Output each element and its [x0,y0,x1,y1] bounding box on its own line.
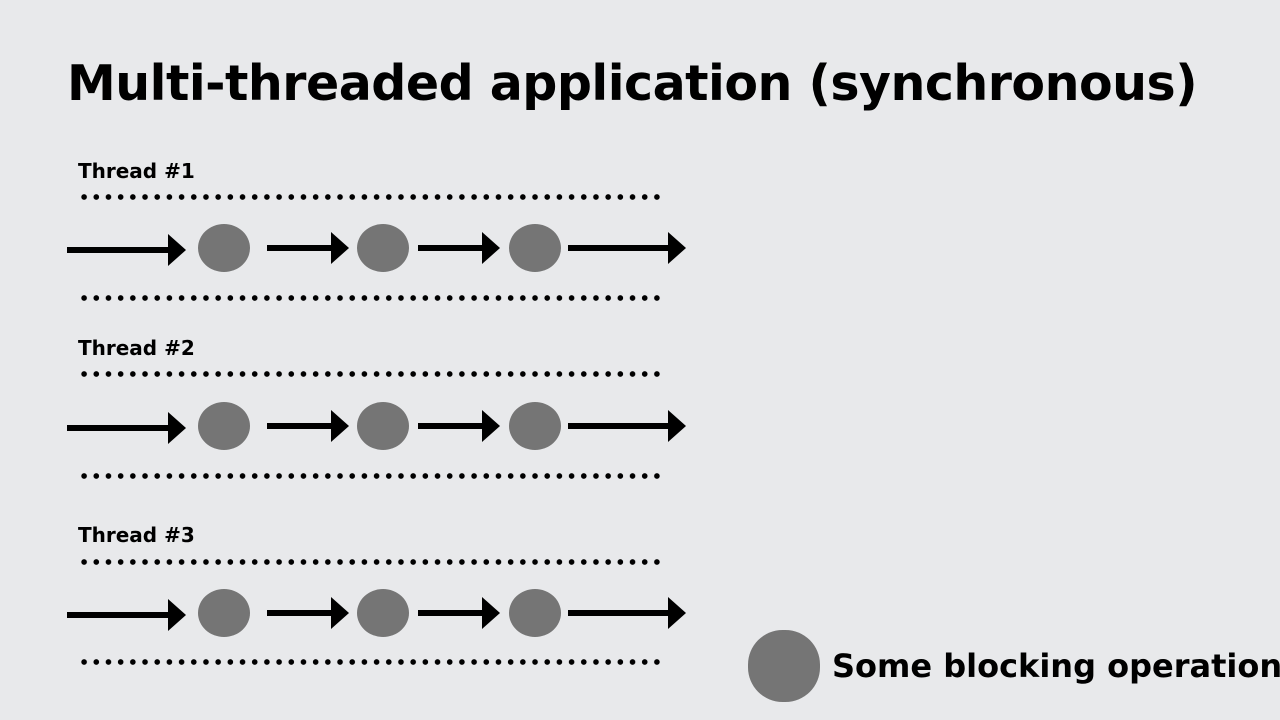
thread-3-lane [0,587,700,639]
thread-2-arrowhead-1 [168,412,186,444]
thread-3-blocking-op-1 [198,589,250,637]
thread-1-lane [0,222,700,274]
thread-3-flow [67,589,686,637]
legend-blocking-swatch [748,630,820,702]
thread-3-arrowhead-2 [331,597,349,629]
thread-2-bottom-border [78,473,664,479]
legend: Some blocking operation [748,630,1280,702]
legend-label: Some blocking operation [832,647,1280,685]
thread-1-arrowhead-1 [168,234,186,266]
thread-1-blocking-op-2 [357,224,409,272]
thread-1-bottom-border [78,295,664,301]
thread-1-arrowhead-3 [482,232,500,264]
thread-3-label: Thread #3 [78,523,195,547]
thread-3-bottom-border [78,659,664,665]
thread-2-blocking-op-2 [357,402,409,450]
thread-1-top-border [78,194,664,200]
thread-3-top-border [78,559,664,565]
thread-3-arrowhead-4 [668,597,686,629]
thread-2-flow [67,402,686,450]
thread-1-blocking-op-1 [198,224,250,272]
thread-2-arrowhead-3 [482,410,500,442]
thread-3-arrowhead-3 [482,597,500,629]
thread-1-label: Thread #1 [78,159,195,183]
thread-2-top-border [78,371,664,377]
diagram-title: Multi-threaded application (synchronous) [67,55,1198,112]
thread-2-arrowhead-2 [331,410,349,442]
thread-2-blocking-op-3 [509,402,561,450]
thread-3-blocking-op-3 [509,589,561,637]
thread-1-flow [67,224,686,272]
thread-2-lane [0,400,700,452]
thread-1-arrowhead-2 [331,232,349,264]
thread-1-arrowhead-4 [668,232,686,264]
thread-1-blocking-op-3 [509,224,561,272]
thread-2-blocking-op-1 [198,402,250,450]
thread-3-arrowhead-1 [168,599,186,631]
thread-3-blocking-op-2 [357,589,409,637]
thread-2-arrowhead-4 [668,410,686,442]
thread-2-label: Thread #2 [78,336,195,360]
